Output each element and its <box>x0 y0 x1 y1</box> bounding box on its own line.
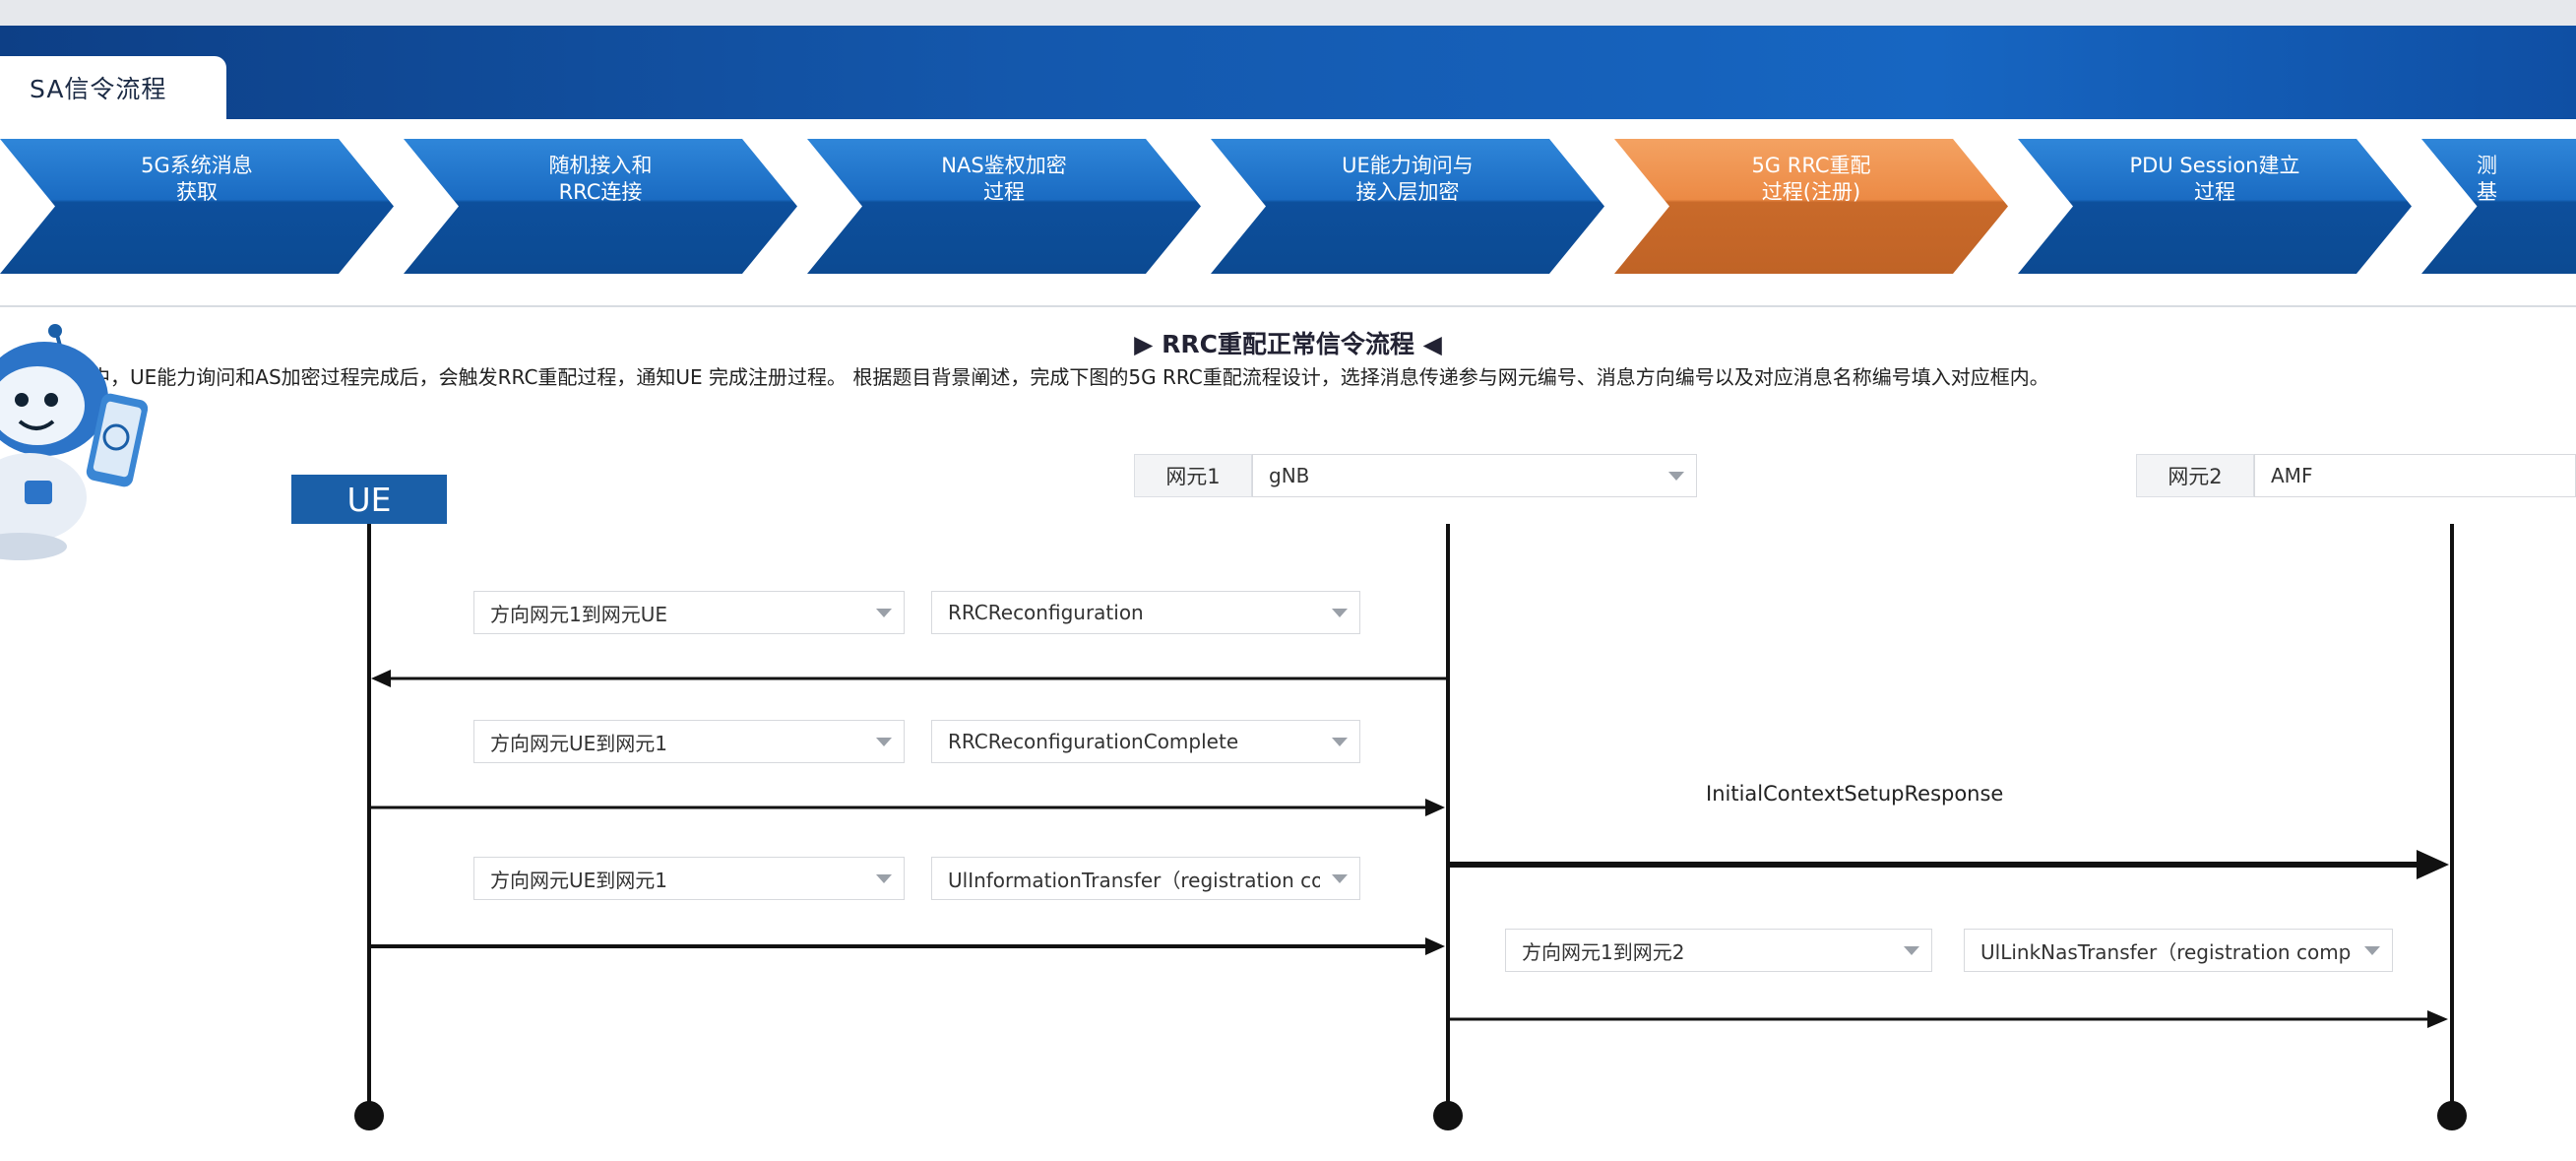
direction-select-1[interactable]: 方向网元1到网元UE <box>473 591 905 634</box>
step-label: UE能力询问与 接入层加密 <box>1342 154 1474 204</box>
step-random-access[interactable]: 随机接入和 RRC连接 <box>404 139 797 274</box>
arrowhead-left-icon <box>371 670 391 687</box>
ue-label: UE <box>346 480 392 519</box>
ue-lifeline <box>367 524 371 1115</box>
step-label: 随机接入和 RRC连接 <box>548 154 653 204</box>
ue-lifeline-end <box>354 1101 384 1130</box>
ne1-select-value: gNB <box>1269 464 1310 487</box>
message-select-3[interactable]: UlInformationTransfer（registration compl… <box>931 857 1360 900</box>
direction-value: 方向网元1到网元2 <box>1522 939 1685 964</box>
message-value: RRCReconfigurationComplete <box>948 730 1239 753</box>
chevron-down-icon <box>1332 609 1348 617</box>
robot-mascot-icon <box>0 324 148 560</box>
direction-select-2[interactable]: 方向网元UE到网元1 <box>473 720 905 763</box>
message-value: UlInformationTransfer（registration compl… <box>948 868 1320 892</box>
page-title: ▶ RRC重配正常信令流程 ◀ <box>1134 330 1442 358</box>
arrowhead-right-icon <box>1425 799 1445 816</box>
direction-value: 方向网元1到网元UE <box>490 602 667 626</box>
step-nas-auth[interactable]: NAS鉴权加密 过程 <box>807 139 1201 274</box>
ne2-select[interactable]: AMF <box>2254 454 2576 497</box>
ne2-label-text: 网元2 <box>2168 465 2223 488</box>
message-select-2[interactable]: RRCReconfigurationComplete <box>931 720 1360 763</box>
ne1-label-text: 网元1 <box>1165 465 1221 488</box>
message-value: RRCReconfiguration <box>948 601 1144 624</box>
message-value: UlLinkNasTransfer（registration complete） <box>1980 939 2353 964</box>
step-5g-system-info[interactable]: 5G系统消息 获取 <box>0 139 394 274</box>
chevron-down-icon <box>876 738 892 746</box>
chevron-down-icon <box>876 609 892 617</box>
ne2-lifeline-end <box>2437 1101 2467 1130</box>
section-divider <box>0 305 2576 307</box>
direction-select-3[interactable]: 方向网元UE到网元1 <box>473 857 905 900</box>
chevron-down-icon <box>876 874 892 883</box>
tab-label: SA信令流程 <box>30 75 167 103</box>
arrowhead-right-icon <box>2417 850 2449 879</box>
tab-sa-signaling[interactable]: SA信令流程 <box>0 56 226 119</box>
step-label: 5G RRC重配 过程(注册) <box>1751 154 1871 204</box>
chevron-down-icon <box>1904 946 1919 955</box>
step-rrc-reconfig[interactable]: 5G RRC重配 过程(注册) <box>1614 139 2008 274</box>
header-banner <box>0 26 2576 119</box>
ue-node-box: UE <box>291 475 447 524</box>
step-label: PDU Session建立 过程 <box>2129 154 2300 204</box>
message-select-1[interactable]: RRCReconfiguration <box>931 591 1360 634</box>
chevron-down-icon <box>1332 874 1348 883</box>
ne1-label: 网元1 <box>1134 454 1252 497</box>
step-label: 测 基 <box>2477 154 2497 204</box>
initial-context-setup-response-label: InitialContextSetupResponse <box>1706 782 2004 806</box>
ne1-lifeline-end <box>1433 1101 1463 1130</box>
chevron-down-icon <box>1332 738 1348 746</box>
window-top-strip <box>0 0 2576 26</box>
arrowhead-right-icon <box>1425 937 1445 955</box>
chevron-down-icon <box>2364 946 2380 955</box>
ne1-select[interactable]: gNB <box>1252 454 1697 497</box>
step-pdu-session[interactable]: PDU Session建立 过程 <box>2018 139 2412 274</box>
task-description: 过程中，UE能力询问和AS加密过程完成后，会触发RRC重配过程，通知UE 完成注… <box>51 365 2049 389</box>
step-label: 5G系统消息 获取 <box>141 154 253 204</box>
arrowhead-right-icon <box>2427 1010 2448 1028</box>
direction-select-4[interactable]: 方向网元1到网元2 <box>1505 929 1932 972</box>
direction-value: 方向网元UE到网元1 <box>490 868 667 892</box>
message-select-4[interactable]: UlLinkNasTransfer（registration complete） <box>1964 929 2393 972</box>
ne1-lifeline <box>1446 524 1450 1115</box>
step-label: NAS鉴权加密 过程 <box>941 154 1067 204</box>
direction-value: 方向网元UE到网元1 <box>490 731 667 755</box>
ne2-select-value: AMF <box>2271 464 2313 487</box>
chevron-down-icon <box>1668 472 1684 481</box>
ne2-lifeline <box>2450 524 2454 1115</box>
ne2-label: 网元2 <box>2136 454 2254 497</box>
step-ue-capability[interactable]: UE能力询问与 接入层加密 <box>1211 139 1604 274</box>
